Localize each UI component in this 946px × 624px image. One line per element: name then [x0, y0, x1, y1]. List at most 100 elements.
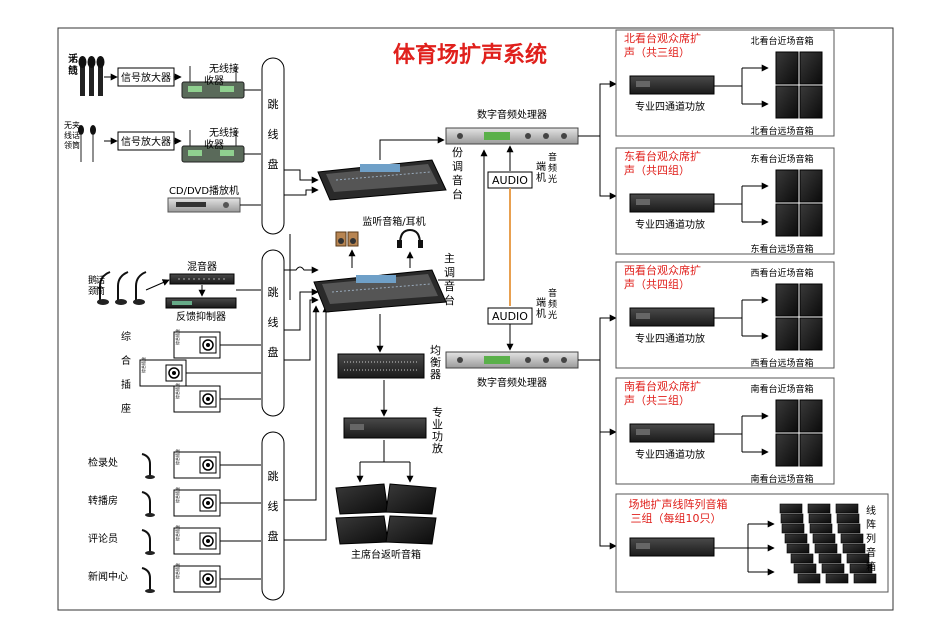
main-console-device [313, 269, 447, 313]
return-speaker-label: 主席台返听音箱 [351, 548, 421, 561]
socket-box-label: 综合插座 [174, 487, 180, 503]
station-mic-icon [141, 491, 155, 517]
zone-far-label: 北看台远场音箱 [750, 125, 813, 137]
line-array-box [797, 573, 821, 584]
dsp-top-label: 数字音频处理器 [477, 108, 547, 121]
line-array-box [842, 543, 866, 554]
line-array-box [809, 523, 833, 534]
equalizer-label: 均衡器 [430, 344, 441, 381]
zone-near-label: 西看台近场音箱 [750, 267, 813, 279]
socket-box: 综合插座 [173, 487, 221, 517]
equalizer-device [337, 353, 425, 379]
line-array-box [786, 543, 810, 554]
backup-console-device [317, 159, 447, 201]
line-array-box [781, 523, 805, 534]
line-array-side-label: 线阵列音箱 [866, 504, 876, 573]
station-mic-icon [141, 529, 155, 555]
socket-box: 综合插座 [139, 357, 187, 387]
line-array-box [849, 563, 873, 574]
patch-bay-3 [261, 431, 285, 601]
patch-bay-1-label: 跳线盘 [268, 97, 279, 171]
zone-title-2: 声（共三组） [624, 393, 690, 407]
socket-box-label: 综合插座 [174, 329, 180, 345]
wireless-rx-label-1: 无线接收器 [204, 62, 239, 87]
zone-title-1: 东看台观众席扩 [624, 149, 701, 163]
line-array-box [836, 513, 860, 524]
socket-box: 综合插座 [173, 563, 221, 593]
socket-box: 综合插座 [173, 525, 221, 555]
audio-box-bottom-label: AUDIO [492, 310, 528, 323]
pro-amp-device [343, 417, 427, 439]
zone-speaker-icon [775, 283, 823, 351]
dsp-bottom-device [445, 351, 579, 369]
line-array-box [821, 563, 845, 574]
line-array-title-1: 场地扩声线阵列音箱 [629, 497, 728, 511]
patch-bay-3-label: 跳线盘 [268, 469, 279, 543]
dsp-top-device [445, 127, 579, 145]
line-array-box [790, 553, 814, 564]
station-mic-icon [141, 453, 155, 479]
station-label: 新闻中心 [88, 570, 128, 583]
zone-title-1: 西看台观众席扩 [624, 263, 701, 277]
zone-amp-device [629, 307, 715, 327]
line-array-box [835, 503, 859, 514]
feedback-suppressor-device [165, 297, 237, 309]
zone-amp-label: 专业四通道功放 [635, 448, 705, 461]
pro-amp-label: 专业功放 [432, 405, 443, 455]
gooseneck-mic-icon [97, 271, 147, 305]
socket-group-label: 综合插座 [121, 330, 131, 415]
line-array-box [784, 533, 808, 544]
zone-near-label: 南看台近场音箱 [750, 383, 813, 395]
line-array-box [808, 513, 832, 524]
line-array-box [814, 543, 838, 554]
monitor-speaker-icon [335, 231, 359, 247]
socket-box: 综合插座 [173, 383, 221, 413]
line-array-speakers [779, 503, 877, 584]
line-array-box [837, 523, 861, 534]
line-array-amp [629, 537, 715, 557]
zone-title-2: 声（共四组） [624, 277, 690, 291]
dsp-bottom-label: 数字音频处理器 [477, 376, 547, 389]
line-array-title-2: 三组（每组10只） [631, 511, 722, 525]
zone-near-label: 北看台近场音箱 [750, 35, 813, 47]
wireless-mic-icon [78, 56, 105, 96]
socket-box-label: 综合插座 [174, 563, 180, 579]
zone-title-1: 北看台观众席扩 [624, 31, 701, 45]
zone-title-1: 南看台观众席扩 [624, 379, 701, 393]
zone-amp-label: 专业四通道功放 [635, 100, 705, 113]
patch-bay-1 [261, 57, 285, 235]
zone-amp-device [629, 193, 715, 213]
audio-bottom-side: 端机 [536, 296, 546, 320]
gooseneck-label: 鹅颈话筒 [88, 274, 105, 297]
outer-frame [57, 27, 894, 611]
line-array-box [846, 553, 870, 564]
socket-box-label: 综合插座 [174, 383, 180, 399]
line-array-box [812, 533, 836, 544]
cd-player-device [167, 197, 241, 213]
zone-title-2: 声（共三组） [624, 45, 690, 59]
zone-amp-device [629, 423, 715, 443]
station-label: 评论员 [88, 532, 118, 545]
line-array-box [853, 573, 877, 584]
socket-box-label: 综合插座 [174, 449, 180, 465]
zone-amp-label: 专业四通道功放 [635, 332, 705, 345]
zone-speaker-icon [775, 51, 823, 119]
audio-box-top-label: AUDIO [492, 174, 528, 187]
main-console-label: 主调音台 [444, 252, 455, 307]
patch-bay-2-label: 跳线盘 [268, 285, 279, 359]
line-array-box [807, 503, 831, 514]
mixer-device [169, 273, 235, 285]
wireless-mic-label: 无线话筒 [68, 53, 78, 77]
zone-far-label: 南看台远场音箱 [750, 473, 813, 485]
fiber-top-label: 音频光 [548, 151, 557, 185]
wireless-receiver-1 [181, 66, 245, 99]
audio-top-side: 端机 [536, 160, 546, 184]
diagram-title: 体育场扩声系统 [393, 42, 547, 68]
feedback-label: 反馈抑制器 [176, 310, 226, 323]
